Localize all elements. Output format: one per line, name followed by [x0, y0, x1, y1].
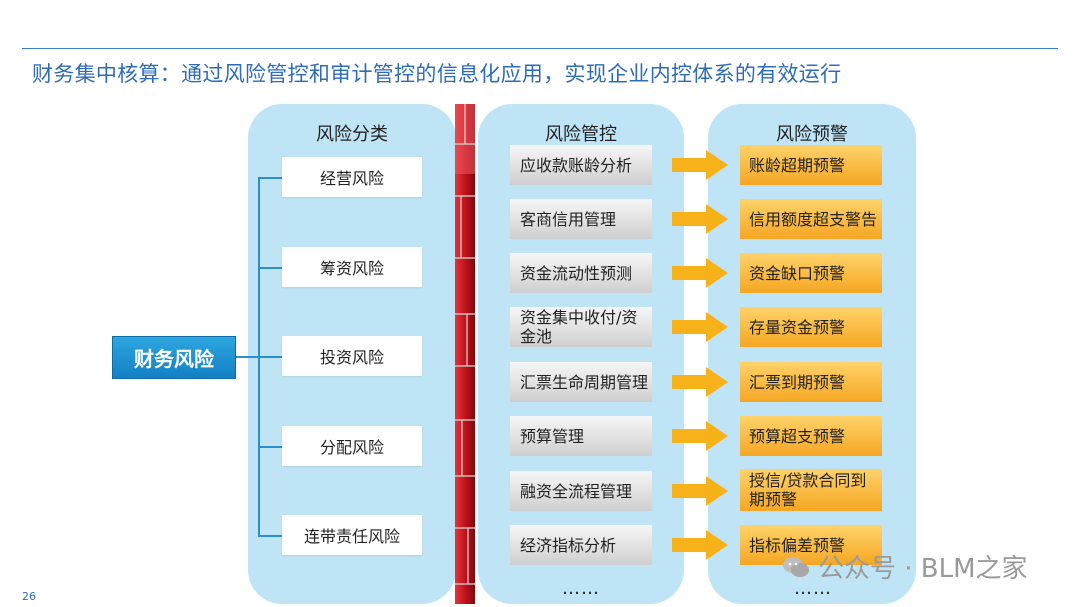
- connector-branch-1: [258, 177, 282, 179]
- control-item: 资金集中收付/资金池: [510, 307, 652, 347]
- arrow-right-icon: [672, 476, 728, 506]
- control-item: 资金流动性预测: [510, 253, 652, 293]
- top-divider-line: [22, 48, 1058, 49]
- warning-item: 信用额度超支警告: [740, 199, 882, 239]
- risk-classification-title: 风险分类: [316, 124, 388, 145]
- connector-main: [234, 356, 258, 358]
- arrow-right-icon: [672, 530, 728, 560]
- control-item: 应收款账龄分析: [510, 145, 652, 185]
- risk-control-panel: 风险管控: [478, 104, 684, 604]
- risk-item-financing: 筹资风险: [282, 247, 422, 287]
- risk-warning-title: 风险预警: [776, 124, 848, 145]
- arrow-right-icon: [672, 421, 728, 451]
- watermark-text: 公众号 · BLM之家: [818, 554, 1028, 584]
- warning-ellipsis: ……: [794, 578, 832, 599]
- connector-branch-4: [258, 446, 282, 448]
- warning-item: 指标偏差预警: [740, 525, 882, 565]
- control-item: 融资全流程管理: [510, 471, 652, 511]
- watermark: 公众号 · BLM之家: [782, 548, 1028, 585]
- main-risk-box: 财务风险: [112, 336, 236, 379]
- control-item: 经济指标分析: [510, 525, 652, 565]
- warning-item: 资金缺口预警: [740, 253, 882, 293]
- slide-title: 财务集中核算：通过风险管控和审计管控的信息化应用，实现企业内控体系的有效运行: [32, 62, 842, 86]
- warning-item: 汇票到期预警: [740, 362, 882, 402]
- control-ellipsis: ……: [562, 578, 600, 599]
- control-item: 客商信用管理: [510, 199, 652, 239]
- risk-item-distribution: 分配风险: [282, 426, 422, 466]
- arrow-right-icon: [672, 312, 728, 342]
- warning-item: 存量资金预警: [740, 307, 882, 347]
- connector-branch-2: [258, 267, 282, 269]
- control-item: 汇票生命周期管理: [510, 362, 652, 402]
- arrow-right-icon: [672, 367, 728, 397]
- warning-item: 账龄超期预警: [740, 145, 882, 185]
- warning-item: 授信/贷款合同到期预警: [740, 469, 882, 511]
- arrow-right-icon: [672, 204, 728, 234]
- arrow-right-icon: [672, 150, 728, 180]
- page-number: 26: [22, 590, 36, 603]
- risk-control-title: 风险管控: [545, 124, 617, 145]
- control-item: 预算管理: [510, 416, 652, 456]
- risk-item-operation: 经营风险: [282, 157, 422, 197]
- connector-branch-3: [258, 356, 282, 358]
- risk-warning-panel: 风险预警: [708, 104, 916, 604]
- firewall-wall-graphic: [455, 104, 475, 604]
- connector-branch-5: [258, 535, 282, 537]
- risk-item-investment: 投资风险: [282, 336, 422, 376]
- warning-item: 预算超支预警: [740, 416, 882, 456]
- arrow-right-icon: [672, 258, 728, 288]
- risk-item-joint-liability: 连带责任风险: [282, 515, 422, 555]
- wechat-icon: [783, 556, 809, 577]
